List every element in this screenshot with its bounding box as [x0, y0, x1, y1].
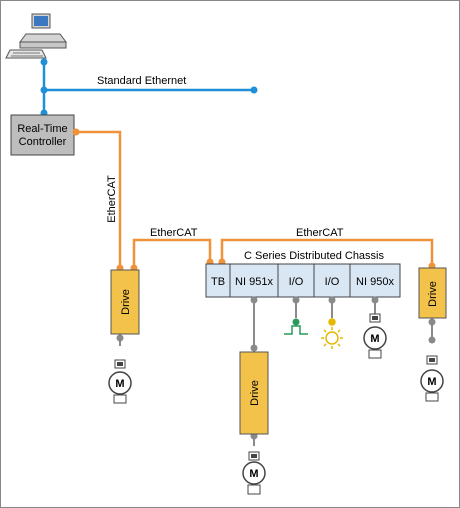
ethercat-links: [76, 130, 434, 268]
connector-port-io-1: [292, 296, 300, 304]
motor-icon: [242, 451, 266, 495]
connector-port-drive-left: [116, 334, 124, 342]
drive-left-label: Drive: [120, 289, 132, 315]
drive-center: [239, 351, 269, 435]
chassis-module-ni951x-label: NI 951x: [235, 276, 273, 288]
chassis-module-ni950x: [349, 263, 401, 298]
connector-port-io-2: [328, 296, 336, 304]
light-icon: [321, 318, 343, 349]
standard-ethernet-label: Standard Ethernet: [97, 75, 186, 87]
motor-label: M: [249, 468, 258, 480]
chassis-title: C Series Distributed Chassis: [244, 250, 384, 262]
chassis-module-tb-label: TB: [211, 276, 225, 288]
ethernet-endpoint: [250, 86, 258, 94]
computer-icon: [5, 13, 67, 59]
ethercat-port-controller: [72, 128, 80, 136]
ethercat-chassis-to-drive-label: EtherCAT: [296, 227, 344, 239]
drive-center-label: Drive: [249, 380, 261, 406]
controller-label-line2: Controller: [19, 136, 67, 148]
motor-label: M: [370, 333, 379, 345]
drive-right-label: Drive: [427, 281, 439, 307]
chassis-module-ni951x: [229, 263, 279, 298]
digital-signal-icon: [284, 318, 308, 335]
chassis-module-io-1-label: I/O: [289, 276, 304, 288]
motor-label: M: [427, 376, 436, 388]
ethernet-port-computer: [40, 58, 48, 66]
real-time-controller: [10, 114, 75, 156]
chassis-module-io-1: [277, 263, 315, 298]
chassis-module-tb: [205, 263, 231, 298]
connector-port-drive-center: [250, 344, 258, 352]
motor-icon: [363, 313, 387, 359]
motor-label: M: [115, 378, 124, 390]
connector-port-drive-right: [428, 318, 436, 326]
connector-port-ni950x: [371, 296, 379, 304]
motor-icon: [420, 355, 444, 402]
ethercat-vertical-label: EtherCAT: [106, 175, 118, 223]
drive-left: [110, 269, 140, 335]
chassis: [205, 263, 401, 298]
ethernet-junction: [40, 86, 48, 94]
connector-port-ni951x: [250, 296, 258, 304]
drive-right: [418, 267, 447, 319]
controller-label-line1: Real-Time: [17, 123, 67, 135]
chassis-module-ni950x-label: NI 950x: [356, 276, 394, 288]
chassis-module-io-2-label: I/O: [325, 276, 340, 288]
connector-port-drive-right-2: [428, 336, 436, 344]
ethercat-drive-to-chassis-label: EtherCAT: [150, 227, 198, 239]
motor-icon: [108, 359, 132, 404]
